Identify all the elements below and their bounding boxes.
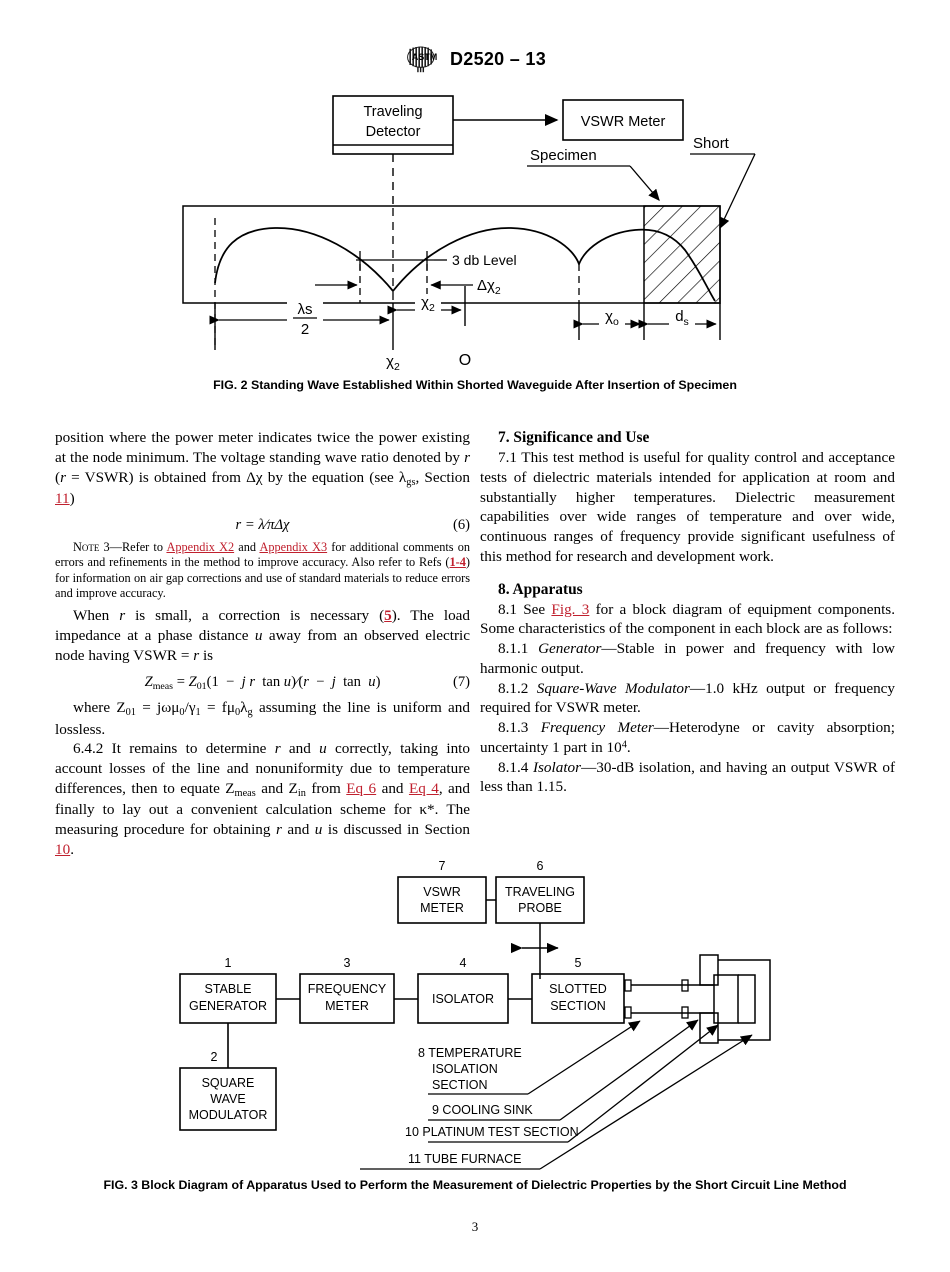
link-eq-6[interactable]: Eq 6 bbox=[346, 779, 377, 797]
link-section-11[interactable]: 11 bbox=[55, 489, 70, 507]
figure-3-caption: FIG. 3 Block Diagram of Apparatus Used t… bbox=[103, 1178, 847, 1192]
page-number: 3 bbox=[471, 1219, 479, 1234]
astm-logo-icon: ASTM bbox=[407, 46, 438, 73]
fig3-block-1-line1: STABLE bbox=[204, 982, 251, 996]
paragraph-8-1: 8.1 See Fig. 3 for a block diagram of eq… bbox=[480, 600, 895, 638]
equation-6: r = λ⁄πΔχ (6) bbox=[55, 516, 470, 535]
lambda-s-dimension: λs 2 bbox=[209, 301, 390, 338]
fig3-waveguide-assembly bbox=[624, 954, 771, 1044]
fig3-block-3-number: 3 bbox=[344, 956, 351, 970]
figure-2-caption: FIG. 2 Standing Wave Established Within … bbox=[213, 378, 737, 392]
fig3-callout-9-line1: 9 COOLING SINK bbox=[432, 1103, 533, 1117]
fig3-block-4-isolator: 4 ISOLATOR bbox=[417, 956, 509, 1024]
paragraph-8-1-4: 8.1.4 Isolator—30-dB isolation, and havi… bbox=[480, 758, 896, 796]
fig3-block-5-slotted-section: 5 SLOTTED SECTION bbox=[531, 956, 625, 1024]
link-ref-5[interactable]: 5 bbox=[384, 607, 392, 625]
delta-chi2-label: Δχ2 bbox=[477, 277, 501, 297]
vswr-meter-label: VSWR Meter bbox=[581, 114, 666, 130]
ds-dimension: ds bbox=[638, 308, 717, 329]
paragraph-8-1-2: 8.1.2 Square-Wave Modulator—1.0 kHz outp… bbox=[480, 679, 896, 717]
fig3-block-6-line1: TRAVELING bbox=[505, 885, 575, 899]
fig3-callout-11-line1: 11 TUBE FURNACE bbox=[408, 1152, 521, 1166]
fig3-block-2-line2: WAVE bbox=[210, 1092, 245, 1106]
fig3-block-6-line2: PROBE bbox=[518, 901, 562, 915]
specimen-label: Specimen bbox=[530, 147, 597, 164]
fig3-block-5-number: 5 bbox=[575, 956, 582, 970]
paragraph-6-4-2: 6.4.2 It remains to determine r and u co… bbox=[55, 740, 470, 858]
traveling-detector-block: Traveling Detector bbox=[332, 95, 454, 155]
standing-wave-curve bbox=[214, 227, 716, 302]
equation-7-body: Zmeas = Z01(1 − j r tan u)∕(r − j tan u) bbox=[144, 673, 381, 692]
note-3: Note 3—Refer to Appendix X2 and Appendix… bbox=[55, 539, 471, 600]
fig3-block-1-line2: GENERATOR bbox=[189, 999, 267, 1013]
equation-6-number: (6) bbox=[452, 516, 470, 533]
page-header: ASTM D2520 – 13 bbox=[0, 44, 950, 74]
paragraph-6-4-1-continued: position where the power meter indicates… bbox=[55, 429, 470, 507]
short-label: Short bbox=[693, 135, 730, 152]
fig3-block-4-line1: ISOLATOR bbox=[432, 992, 494, 1006]
fig3-block-7-line1: VSWR bbox=[423, 885, 461, 899]
fig3-block-1-stable-generator: 1 STABLE GENERATOR bbox=[179, 956, 277, 1024]
link-fig-3[interactable]: Fig. 3 bbox=[551, 600, 590, 618]
fig3-block-7-number: 7 bbox=[439, 859, 446, 873]
traveling-detector-line2: Detector bbox=[366, 124, 421, 140]
paragraph-8-1-3: 8.1.3 Frequency Meter—Heterodyne or cavi… bbox=[480, 719, 895, 756]
paragraph-7-1: 7.1 This test method is useful for quali… bbox=[480, 449, 895, 565]
fig3-block-2-square-wave-modulator: 2 SQUARE WAVE MODULATOR bbox=[179, 1023, 277, 1131]
fig3-callout-10-line1: 10 PLATINUM TEST SECTION bbox=[405, 1125, 579, 1139]
chi0-dimension: χo bbox=[573, 308, 641, 329]
fig3-block-6-traveling-probe: 6 TRAVELING PROBE bbox=[495, 859, 585, 924]
figure-3-diagram: 7 VSWR METER 6 TRAVELING PROBE 1 STABLE bbox=[170, 855, 790, 1170]
equation-7-number: (7) bbox=[452, 673, 470, 690]
fig3-block-2-line3: MODULATOR bbox=[189, 1108, 268, 1122]
fig3-block-2-line1: SQUARE bbox=[202, 1076, 255, 1090]
specimen-callout: Specimen bbox=[527, 147, 660, 201]
lambda-s-numerator: λs bbox=[298, 301, 313, 318]
link-eq-4[interactable]: Eq 4 bbox=[408, 779, 439, 797]
right-text-column: 7. Significance and Use 7.1 This test me… bbox=[480, 428, 895, 797]
fig3-callout-10: 10 PLATINUM TEST SECTION bbox=[405, 1024, 719, 1143]
fig3-block-6-number: 6 bbox=[537, 859, 544, 873]
fig3-callout-8: 8 TEMPERATURE ISOLATION SECTION bbox=[418, 1020, 641, 1095]
paragraph-correction: When r is small, a correction is necessa… bbox=[55, 607, 470, 664]
link-section-10[interactable]: 10 bbox=[55, 840, 71, 858]
fig3-callout-8-line2: ISOLATION bbox=[432, 1062, 498, 1076]
link-appendix-x2[interactable]: Appendix X2 bbox=[166, 539, 235, 554]
section-8-heading: 8. Apparatus bbox=[498, 580, 583, 598]
fig3-block-3-line1: FREQUENCY bbox=[308, 982, 387, 996]
fig3-block-3-line2: METER bbox=[325, 999, 369, 1013]
figure-2-diagram: Traveling Detector VSWR Meter 3 db Lev bbox=[175, 88, 790, 373]
fig3-callout-11: 11 TUBE FURNACE bbox=[360, 1034, 753, 1170]
fig3-block-5-line1: SLOTTED bbox=[549, 982, 607, 996]
short-callout: Short bbox=[690, 135, 756, 230]
equation-7: Zmeas = Z01(1 − j r tan u)∕(r − j tan u)… bbox=[55, 673, 470, 694]
svg-text:ASTM: ASTM bbox=[412, 52, 438, 62]
fig3-block-4-number: 4 bbox=[460, 956, 467, 970]
chi2-dimension: χ2 bbox=[387, 294, 462, 315]
vswr-meter-block: VSWR Meter bbox=[562, 99, 684, 141]
link-refs-1-4[interactable]: 1-4 bbox=[449, 555, 466, 570]
db-level-label: 3 db Level bbox=[452, 252, 517, 268]
equation-6-body: r = λ⁄πΔχ bbox=[235, 516, 290, 533]
fig3-block-2-number: 2 bbox=[211, 1050, 218, 1064]
fig3-block-5-line2: SECTION bbox=[550, 999, 606, 1013]
left-text-column: position where the power meter indicates… bbox=[55, 428, 470, 860]
paragraph-z01-definition: where Z01 = jωμ0/γ1 = fμ0λg assuming the… bbox=[55, 699, 470, 738]
paragraph-8-1-1: 8.1.1 Generator—Stable in power and freq… bbox=[480, 640, 896, 677]
link-appendix-x3[interactable]: Appendix X3 bbox=[259, 539, 328, 554]
traveling-detector-line1: Traveling bbox=[363, 104, 422, 120]
lambda-s-denominator: 2 bbox=[301, 321, 309, 338]
fig3-block-3-frequency-meter: 3 FREQUENCY METER bbox=[299, 956, 395, 1024]
fig3-callout-9: 9 COOLING SINK bbox=[428, 1019, 699, 1121]
chi2-axis-label: χ2 bbox=[386, 353, 400, 373]
fig3-callout-8-line1: 8 TEMPERATURE bbox=[418, 1046, 522, 1060]
section-7-heading: 7. Significance and Use bbox=[498, 429, 650, 446]
fig3-block-7-vswr-meter: 7 VSWR METER bbox=[397, 859, 487, 924]
fig3-block-7-line2: METER bbox=[420, 901, 464, 915]
standard-designation: D2520 – 13 bbox=[449, 48, 547, 69]
fig3-callout-8-line3: SECTION bbox=[432, 1078, 488, 1092]
fig3-block-1-number: 1 bbox=[225, 956, 232, 970]
origin-label: O bbox=[459, 352, 471, 369]
